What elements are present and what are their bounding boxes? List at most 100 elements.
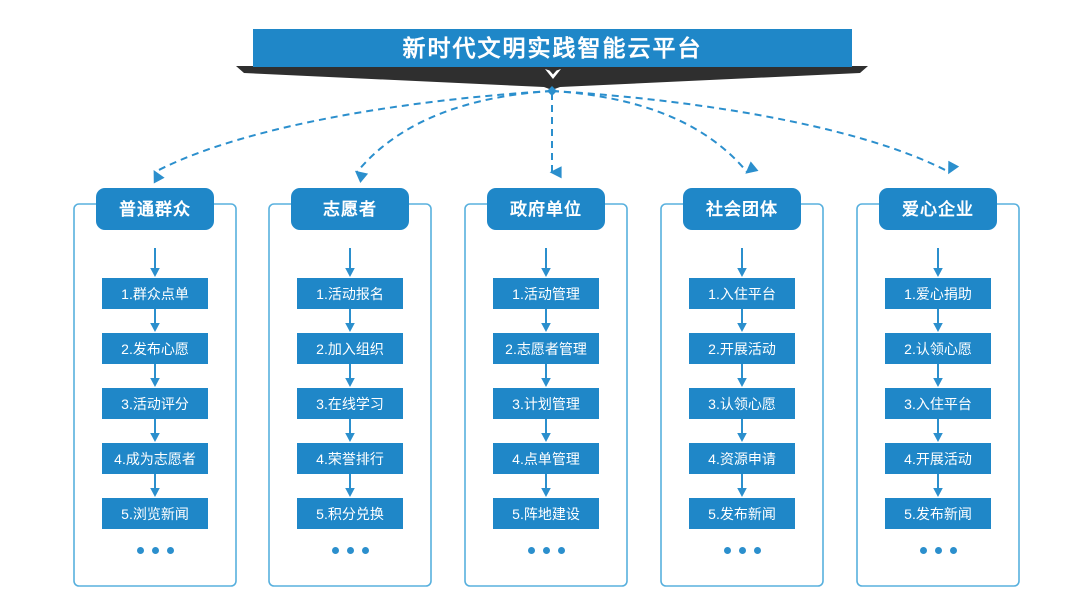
more-items-indicator[interactable] — [527, 547, 565, 554]
column-header-box[interactable]: 政府单位 — [487, 188, 605, 230]
column-header-label: 政府单位 — [510, 199, 582, 219]
item-box[interactable]: 4.点单管理 — [493, 443, 599, 474]
dot-icon — [542, 547, 550, 554]
column-政府单位[interactable]: 政府单位 1.活动管理 2.志愿者管理 — [461, 188, 631, 590]
arrow-down-icon — [150, 309, 160, 332]
chevron-down-icon — [545, 69, 561, 79]
column-items: 1.爱心捐助 2.认领心愿 3.入住平台 — [853, 248, 1023, 554]
dot-icon — [527, 547, 535, 554]
arrow-down-icon — [541, 419, 551, 442]
item-box[interactable]: 3.在线学习 — [297, 388, 403, 419]
page-title: 新时代文明实践智能云平台 — [402, 34, 703, 61]
item-label: 3.入住平台 — [904, 395, 972, 412]
item-box[interactable]: 2.开展活动 — [689, 333, 795, 364]
item-box[interactable]: 4.成为志愿者 — [102, 443, 208, 474]
column-header-box[interactable]: 志愿者 — [291, 188, 409, 230]
dot-icon — [331, 547, 339, 554]
item-box[interactable]: 2.发布心愿 — [102, 333, 208, 364]
item-box[interactable]: 3.计划管理 — [493, 388, 599, 419]
item-box[interactable]: 2.加入组织 — [297, 333, 403, 364]
item-box[interactable]: 1.活动报名 — [297, 278, 403, 309]
arrow-down-icon — [737, 248, 747, 277]
item-box[interactable]: 3.入住平台 — [885, 388, 991, 419]
column-items: 1.群众点单 2.发布心愿 3.活动评分 — [70, 248, 240, 554]
item-label: 5.阵地建设 — [512, 505, 580, 522]
arrow-down-icon — [345, 474, 355, 497]
arrow-down-icon — [345, 248, 355, 277]
item-box[interactable]: 5.发布新闻 — [885, 498, 991, 529]
item-label: 2.加入组织 — [316, 340, 384, 357]
column-header-box[interactable]: 普通群众 — [96, 188, 214, 230]
item-box[interactable]: 2.志愿者管理 — [493, 333, 599, 364]
more-items-indicator[interactable] — [919, 547, 957, 554]
item-box[interactable]: 5.发布新闻 — [689, 498, 795, 529]
item-label: 5.浏览新闻 — [121, 505, 189, 522]
item-box[interactable]: 5.积分兑换 — [297, 498, 403, 529]
arrow-down-icon — [150, 474, 160, 497]
arrow-down-icon — [933, 474, 943, 497]
item-box[interactable]: 5.浏览新闻 — [102, 498, 208, 529]
arrow-down-icon — [345, 309, 355, 332]
column-header-box[interactable]: 社会团体 — [683, 188, 801, 230]
platform-title-bar: 新时代文明实践智能云平台 — [253, 29, 852, 67]
arrow-down-icon — [933, 419, 943, 442]
column-frame — [73, 203, 237, 587]
item-box[interactable]: 4.资源申请 — [689, 443, 795, 474]
item-label: 1.活动管理 — [512, 285, 580, 302]
arrow-down-icon — [150, 248, 160, 277]
column-普通群众[interactable]: 普通群众 1.群众点单 2.发布心愿 — [70, 188, 240, 590]
item-box[interactable]: 3.活动评分 — [102, 388, 208, 419]
item-label: 2.认领心愿 — [904, 340, 972, 357]
item-box[interactable]: 4.荣誉排行 — [297, 443, 403, 474]
item-box[interactable]: 1.爱心捐助 — [885, 278, 991, 309]
column-frame — [268, 203, 432, 587]
item-label: 4.资源申请 — [708, 450, 776, 467]
item-box[interactable]: 1.活动管理 — [493, 278, 599, 309]
item-label: 3.活动评分 — [121, 395, 189, 412]
item-label: 2.志愿者管理 — [505, 340, 587, 357]
item-label: 5.积分兑换 — [316, 505, 384, 522]
arrow-down-icon — [933, 309, 943, 332]
column-header-label: 普通群众 — [119, 199, 191, 219]
item-box[interactable]: 5.阵地建设 — [493, 498, 599, 529]
column-志愿者[interactable]: 志愿者 1.活动报名 2.加入组织 — [265, 188, 435, 590]
more-items-indicator[interactable] — [136, 547, 174, 554]
arrow-down-icon — [150, 419, 160, 442]
item-label: 3.在线学习 — [316, 395, 384, 412]
item-label: 4.荣誉排行 — [316, 450, 384, 467]
arrow-down-icon — [150, 364, 160, 387]
item-label: 1.群众点单 — [121, 285, 189, 302]
item-box[interactable]: 2.认领心愿 — [885, 333, 991, 364]
dot-icon — [723, 547, 731, 554]
dot-icon — [151, 547, 159, 554]
item-label: 4.开展活动 — [904, 450, 972, 467]
arrow-down-icon — [737, 309, 747, 332]
dot-icon — [949, 547, 957, 554]
arrow-down-icon — [737, 364, 747, 387]
arrow-down-icon — [737, 474, 747, 497]
more-items-indicator[interactable] — [331, 547, 369, 554]
arrow-down-icon — [933, 364, 943, 387]
item-box[interactable]: 1.入住平台 — [689, 278, 795, 309]
item-box[interactable]: 1.群众点单 — [102, 278, 208, 309]
dot-icon — [557, 547, 565, 554]
arrow-down-icon — [345, 364, 355, 387]
item-label: 3.认领心愿 — [708, 395, 776, 412]
dot-icon — [919, 547, 927, 554]
dot-icon — [738, 547, 746, 554]
item-label: 1.爱心捐助 — [904, 285, 972, 302]
item-box[interactable]: 3.认领心愿 — [689, 388, 795, 419]
column-header-box[interactable]: 爱心企业 — [879, 188, 997, 230]
dot-icon — [166, 547, 174, 554]
more-items-indicator[interactable] — [723, 547, 761, 554]
column-爱心企业[interactable]: 爱心企业 1.爱心捐助 2.认领心愿 — [853, 188, 1023, 590]
item-label: 5.发布新闻 — [904, 505, 972, 522]
item-box[interactable]: 4.开展活动 — [885, 443, 991, 474]
dot-icon — [753, 547, 761, 554]
column-header-label: 社会团体 — [706, 199, 778, 219]
arrow-down-icon — [541, 248, 551, 277]
arrow-down-icon — [541, 364, 551, 387]
column-社会团体[interactable]: 社会团体 1.入住平台 2.开展活动 — [657, 188, 827, 590]
dot-icon — [361, 547, 369, 554]
